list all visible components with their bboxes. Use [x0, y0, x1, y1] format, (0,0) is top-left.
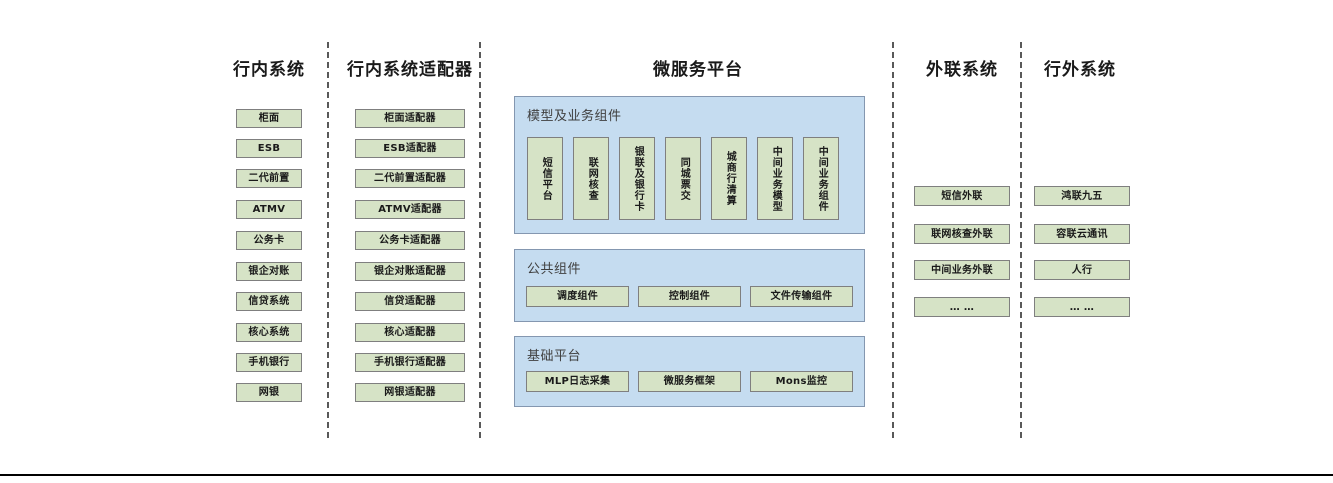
- node-internal-adapter[interactable]: 手机银行适配器: [355, 353, 465, 372]
- node-public-component[interactable]: 控制组件: [638, 286, 741, 307]
- node-internal-adapter[interactable]: 二代前置适配器: [355, 169, 465, 188]
- node-base-platform-component[interactable]: Mons监控: [750, 371, 853, 392]
- node-outside-bank[interactable]: … …: [1034, 297, 1130, 317]
- node-internal-adapter[interactable]: ESB适配器: [355, 139, 465, 158]
- node-public-component[interactable]: 文件传输组件: [750, 286, 853, 307]
- column-title-outside-bank-systems: 行外系统: [1044, 60, 1116, 80]
- node-model-component[interactable]: 银联及银行卡: [619, 137, 655, 220]
- node-model-component[interactable]: 同城票交: [665, 137, 701, 220]
- panel-public-components: 公共组件: [514, 249, 865, 322]
- node-external-liaison[interactable]: … …: [914, 297, 1010, 317]
- node-internal-system[interactable]: 网银: [236, 383, 302, 402]
- node-model-component[interactable]: 城商行清算: [711, 137, 747, 220]
- node-model-component[interactable]: 中间业务组件: [803, 137, 839, 220]
- column-title-internal-adapters: 行内系统适配器: [347, 60, 473, 80]
- node-internal-system[interactable]: ESB: [236, 139, 302, 158]
- panel-label-public-components: 公共组件: [527, 262, 582, 277]
- node-outside-bank[interactable]: 容联云通讯: [1034, 224, 1130, 244]
- node-internal-system[interactable]: 核心系统: [236, 323, 302, 342]
- divider-2: [479, 42, 481, 438]
- divider-1: [327, 42, 329, 438]
- column-title-internal-systems: 行内系统: [233, 60, 305, 80]
- page-bottom-rule: [0, 474, 1333, 476]
- node-public-component[interactable]: 调度组件: [526, 286, 629, 307]
- node-internal-system[interactable]: 信贷系统: [236, 292, 302, 311]
- node-internal-system[interactable]: 柜面: [236, 109, 302, 128]
- node-outside-bank[interactable]: 鸿联九五: [1034, 186, 1130, 206]
- panel-label-base-platform: 基础平台: [527, 349, 582, 364]
- node-internal-system[interactable]: 银企对账: [236, 262, 302, 281]
- panel-label-model-business-components: 模型及业务组件: [527, 109, 622, 124]
- node-internal-adapter[interactable]: 信贷适配器: [355, 292, 465, 311]
- node-internal-system[interactable]: 手机银行: [236, 353, 302, 372]
- node-internal-adapter[interactable]: 公务卡适配器: [355, 231, 465, 250]
- node-outside-bank[interactable]: 人行: [1034, 260, 1130, 280]
- node-internal-adapter[interactable]: 核心适配器: [355, 323, 465, 342]
- column-title-external-liaison-systems: 外联系统: [926, 60, 998, 80]
- node-external-liaison[interactable]: 短信外联: [914, 186, 1010, 206]
- node-base-platform-component[interactable]: MLP日志采集: [526, 371, 629, 392]
- node-model-component[interactable]: 联网核查: [573, 137, 609, 220]
- node-internal-adapter[interactable]: 银企对账适配器: [355, 262, 465, 281]
- node-model-component[interactable]: 短信平台: [527, 137, 563, 220]
- node-internal-adapter[interactable]: ATMV适配器: [355, 200, 465, 219]
- node-external-liaison[interactable]: 联网核查外联: [914, 224, 1010, 244]
- node-model-component[interactable]: 中间业务模型: [757, 137, 793, 220]
- divider-4: [1020, 42, 1022, 438]
- divider-3: [892, 42, 894, 438]
- column-title-microservice-platform: 微服务平台: [653, 60, 743, 80]
- node-base-platform-component[interactable]: 微服务框架: [638, 371, 741, 392]
- node-internal-adapter[interactable]: 网银适配器: [355, 383, 465, 402]
- node-internal-system[interactable]: 公务卡: [236, 231, 302, 250]
- node-internal-system[interactable]: 二代前置: [236, 169, 302, 188]
- node-internal-adapter[interactable]: 柜面适配器: [355, 109, 465, 128]
- node-external-liaison[interactable]: 中间业务外联: [914, 260, 1010, 280]
- node-internal-system[interactable]: ATMV: [236, 200, 302, 219]
